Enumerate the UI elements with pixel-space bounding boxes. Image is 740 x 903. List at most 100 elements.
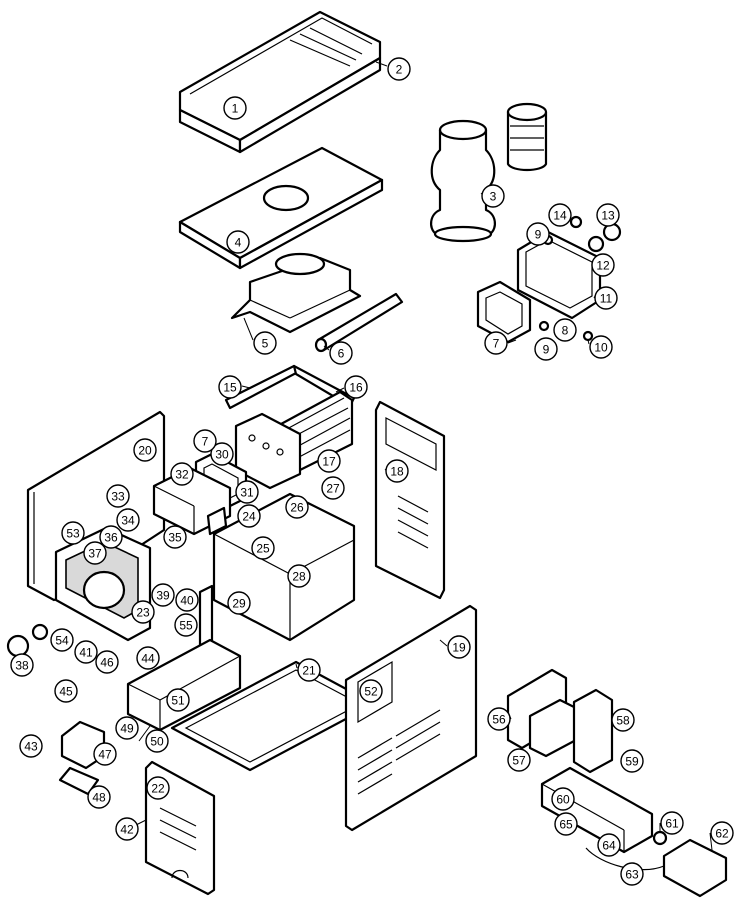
callout-38: 38 bbox=[10, 653, 34, 677]
callout-61: 61 bbox=[660, 811, 684, 835]
callout-label: 35 bbox=[168, 531, 182, 545]
callout-label: 64 bbox=[602, 839, 616, 853]
callout-45: 45 bbox=[54, 679, 78, 703]
callout-circle bbox=[151, 583, 175, 607]
callout-22: 22 bbox=[146, 776, 170, 800]
callout-label: 57 bbox=[512, 754, 526, 768]
callout-circle bbox=[95, 650, 119, 674]
callout-circle bbox=[166, 688, 190, 712]
callout-circle bbox=[447, 635, 471, 659]
callout-circle bbox=[344, 375, 368, 399]
callout-33: 33 bbox=[106, 484, 130, 508]
callout-label: 10 bbox=[594, 341, 608, 355]
callout-label: 8 bbox=[562, 324, 569, 338]
callout-label: 23 bbox=[136, 606, 150, 620]
top-plate bbox=[178, 146, 384, 270]
conversion-kit bbox=[506, 668, 654, 854]
callout-5: 5 bbox=[253, 331, 277, 355]
callout-51: 51 bbox=[166, 688, 190, 712]
callout-circle bbox=[226, 230, 250, 254]
callout-circle bbox=[481, 184, 505, 208]
callout-32: 32 bbox=[170, 462, 194, 486]
callout-circle bbox=[620, 862, 644, 886]
right-side-panel bbox=[374, 400, 446, 600]
callout-circle bbox=[251, 536, 275, 560]
callout-label: 27 bbox=[326, 482, 340, 496]
callout-label: 25 bbox=[256, 542, 270, 556]
callout-label: 33 bbox=[111, 490, 125, 504]
vent-pipe bbox=[430, 102, 548, 243]
callout-label: 2 bbox=[396, 63, 403, 77]
callout-label: 29 bbox=[232, 597, 246, 611]
callout-circle bbox=[116, 508, 140, 532]
callout-label: 50 bbox=[150, 735, 164, 749]
callout-7: 7 bbox=[484, 331, 508, 355]
callout-46: 46 bbox=[95, 650, 119, 674]
callout-circle bbox=[329, 341, 353, 365]
callout-49: 49 bbox=[115, 716, 139, 740]
control-panel bbox=[6, 526, 152, 658]
callout-label: 62 bbox=[715, 827, 729, 841]
callout-label: 65 bbox=[559, 818, 573, 832]
callout-label: 7 bbox=[493, 337, 500, 351]
pilot-valve bbox=[585, 830, 728, 898]
callout-label: 56 bbox=[492, 713, 506, 727]
callout-label: 53 bbox=[66, 527, 80, 541]
callout-label: 26 bbox=[290, 501, 304, 515]
callout-17: 17 bbox=[317, 449, 341, 473]
callout-circle bbox=[19, 734, 43, 758]
callout-circle bbox=[87, 785, 111, 809]
callout-41: 41 bbox=[74, 640, 98, 664]
callout-label: 58 bbox=[616, 714, 630, 728]
callout-circle bbox=[534, 337, 558, 361]
callout-circle bbox=[507, 748, 531, 772]
callout-circle bbox=[93, 742, 117, 766]
callout-circle bbox=[133, 438, 157, 462]
callout-43: 43 bbox=[19, 734, 43, 758]
callout-circle bbox=[163, 525, 187, 549]
callout-label: 21 bbox=[302, 664, 316, 678]
callout-label: 42 bbox=[120, 823, 134, 837]
callout-40: 40 bbox=[175, 588, 199, 612]
top-cover bbox=[178, 10, 382, 154]
callout-label: 3 bbox=[490, 190, 497, 204]
callout-circle bbox=[484, 331, 508, 355]
callout-23: 23 bbox=[131, 600, 155, 624]
callout-circle bbox=[620, 749, 644, 773]
callout-circle bbox=[218, 375, 242, 399]
callout-label: 36 bbox=[104, 531, 118, 545]
callout-label: 46 bbox=[100, 656, 114, 670]
callout-58: 58 bbox=[611, 708, 635, 732]
callout-circle bbox=[660, 811, 684, 835]
callout-label: 9 bbox=[535, 228, 542, 242]
callout-label: 40 bbox=[180, 594, 194, 608]
callout-6: 6 bbox=[329, 341, 353, 365]
callout-label: 14 bbox=[553, 209, 567, 223]
callout-label: 13 bbox=[601, 209, 615, 223]
callout-circle bbox=[237, 504, 261, 528]
callout-11: 11 bbox=[594, 286, 618, 310]
callout-39: 39 bbox=[151, 583, 175, 607]
callout-label: 4 bbox=[235, 236, 242, 250]
callout-label: 55 bbox=[179, 619, 193, 633]
callout-circle bbox=[54, 679, 78, 703]
callout-circle bbox=[591, 253, 615, 277]
callout-circle bbox=[227, 591, 251, 615]
callout-3: 3 bbox=[481, 184, 505, 208]
callout-label: 7 bbox=[202, 435, 209, 449]
callout-56: 56 bbox=[487, 707, 511, 731]
callout-label: 48 bbox=[92, 791, 106, 805]
callout-20: 20 bbox=[133, 438, 157, 462]
callout-circle bbox=[193, 429, 217, 453]
callout-label: 39 bbox=[156, 589, 170, 603]
callout-label: 6 bbox=[338, 347, 345, 361]
callout-label: 37 bbox=[88, 547, 102, 561]
callout-label: 32 bbox=[175, 468, 189, 482]
callout-circle bbox=[596, 203, 620, 227]
callout-label: 22 bbox=[151, 782, 165, 796]
callout-9: 9 bbox=[526, 222, 550, 246]
callout-54: 54 bbox=[50, 628, 74, 652]
callout-label: 28 bbox=[292, 570, 306, 584]
callout-circle bbox=[74, 640, 98, 664]
callout-42: 42 bbox=[115, 817, 139, 841]
